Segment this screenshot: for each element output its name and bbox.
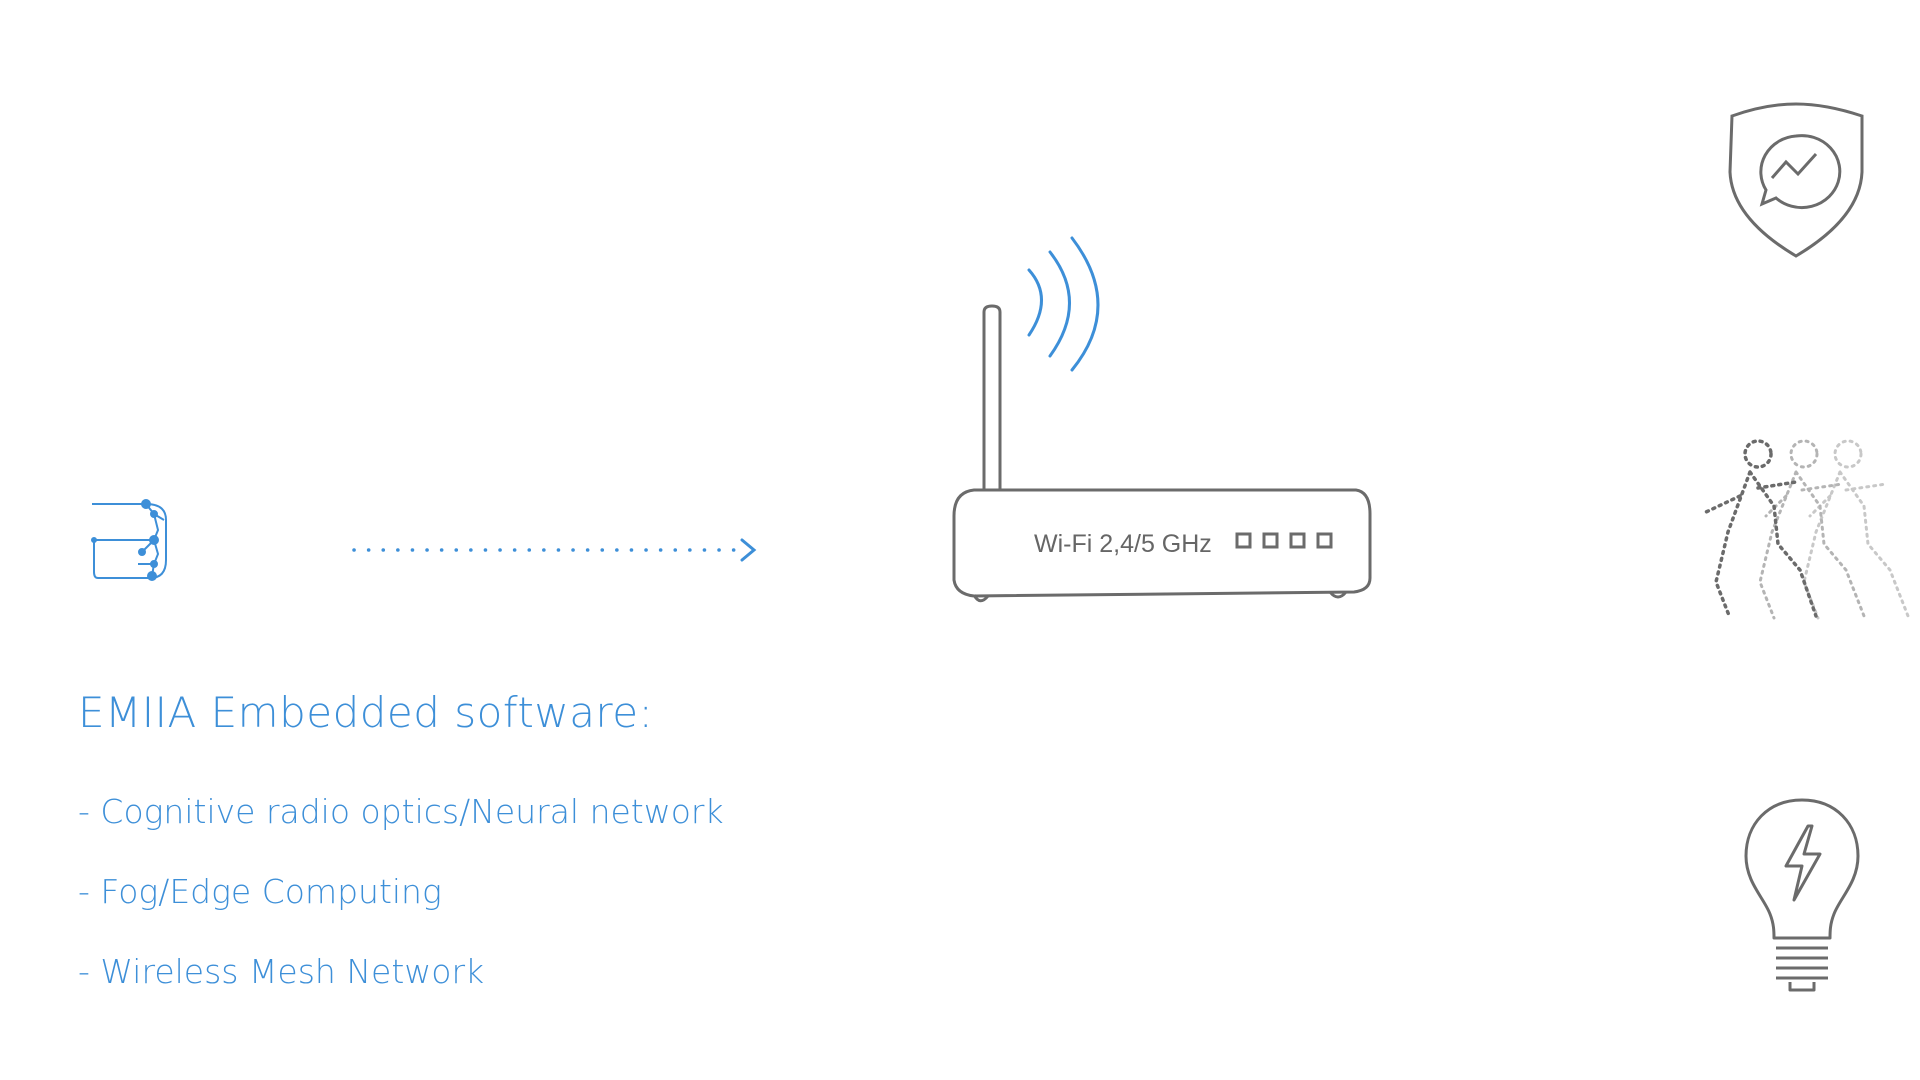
- feature-item: - Fog/Edge Computing: [78, 872, 442, 911]
- shield-messenger-icon: [1720, 100, 1872, 262]
- dotted-arrow-icon: [350, 536, 762, 564]
- circuit-chip-icon: [88, 498, 174, 584]
- software-heading: EMIIA Embedded software:: [78, 688, 654, 737]
- wifi-router-icon: Wi-Fi 2,4/5 GHz: [934, 230, 1374, 610]
- wifi-signal-icon: [1027, 236, 1100, 372]
- router-ports: [1235, 532, 1333, 549]
- lightbulb-icon: [1740, 796, 1864, 996]
- router-label: Wi-Fi 2,4/5 GHz: [1034, 530, 1212, 558]
- feature-item: - Cognitive radio optics/Neural network: [78, 792, 724, 831]
- walking-person-motion-icon: [1700, 436, 1920, 626]
- feature-item: - Wireless Mesh Network: [78, 952, 485, 991]
